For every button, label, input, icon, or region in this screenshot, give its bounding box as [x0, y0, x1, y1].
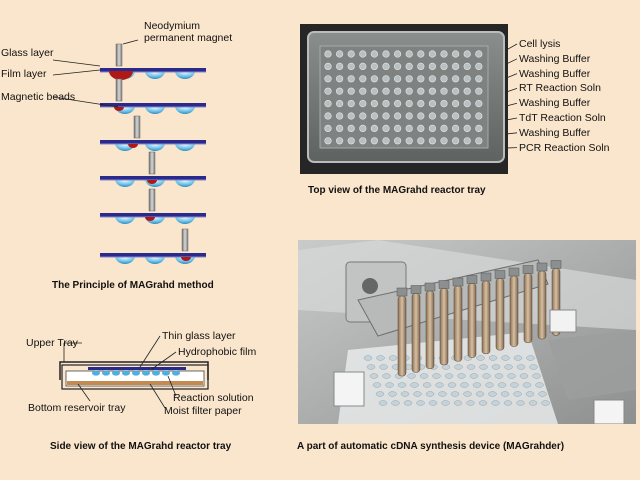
droplet — [145, 71, 165, 79]
side-droplets — [92, 370, 180, 376]
thin-glass-layer — [88, 367, 186, 370]
side-view-diagram — [59, 335, 209, 409]
magnet — [181, 228, 189, 252]
principle-steps — [52, 43, 206, 264]
magnet — [133, 115, 141, 139]
principle-step — [100, 115, 206, 151]
thin-glass-label: Thin glass layer — [162, 330, 236, 342]
side-droplet — [162, 370, 170, 376]
device-photo — [298, 240, 636, 424]
side-droplet — [142, 370, 150, 376]
side-view-caption: Side view of the MAGrahd reactor tray — [50, 441, 232, 452]
top-view-row-label: PCR Reaction Soln — [519, 141, 610, 154]
side-droplet — [152, 370, 160, 376]
glass-layer — [100, 253, 206, 257]
droplet — [175, 216, 195, 224]
reactor-tray-image — [307, 31, 505, 163]
top-view-row-label: Washing Buffer — [519, 52, 591, 65]
magnet — [115, 78, 123, 102]
side-droplet — [112, 370, 120, 376]
principle-step — [100, 151, 206, 187]
droplet — [175, 143, 195, 151]
magnetic-bead — [147, 180, 157, 184]
reaction-solution-label: Reaction solution — [173, 392, 254, 404]
magnetic-bead — [128, 144, 138, 148]
beads-leader — [52, 96, 119, 108]
droplet — [145, 106, 165, 114]
magnetic-bead — [181, 257, 191, 261]
magnet — [148, 151, 156, 175]
side-droplet — [92, 370, 100, 376]
side-droplet — [102, 370, 110, 376]
film-layer-label: Film layer — [1, 68, 47, 80]
droplet — [175, 179, 195, 187]
magnet — [148, 188, 156, 212]
upper-tray-label: Upper Tray — [26, 337, 78, 349]
glass-layer — [100, 176, 206, 180]
hydrophobic-label: Hydrophobic film — [178, 346, 257, 358]
droplet — [115, 256, 135, 264]
top-view-row-label: RT Reaction Soln — [519, 82, 601, 95]
top-view-photo — [300, 24, 508, 174]
side-droplet — [122, 370, 130, 376]
magnet-leader — [122, 39, 139, 45]
moist-filter-paper — [67, 381, 203, 385]
droplet — [145, 143, 165, 151]
principle-caption: The Principle of MAGrahd method — [52, 280, 214, 291]
droplet — [115, 216, 135, 224]
top-view-row-label: Cell lysis — [519, 38, 561, 50]
glass-layer-label: Glass layer — [1, 47, 54, 59]
top-view-caption: Top view of the MAGrahd reactor tray — [308, 185, 486, 196]
principle-step — [100, 43, 206, 80]
side-droplet — [172, 370, 180, 376]
droplet — [115, 179, 135, 187]
glass-layer — [100, 103, 206, 107]
droplet — [145, 256, 165, 264]
glass-leader — [52, 59, 101, 67]
side-droplet — [132, 370, 140, 376]
magnetic-beads-label: Magnetic beads — [1, 91, 76, 103]
magnet — [115, 43, 123, 67]
glass-layer — [100, 68, 206, 72]
glass-layer — [100, 213, 206, 217]
principle-step — [100, 78, 206, 114]
top-view-row-label: Washing Buffer — [519, 97, 591, 110]
bottom-tray-label: Bottom reservoir tray — [28, 402, 126, 414]
moist-filter-label: Moist filter paper — [164, 405, 242, 417]
device-caption: A part of automatic cDNA synthesis devic… — [297, 441, 565, 452]
magnetic-bead — [114, 107, 124, 111]
magnet-label: Neodymium permanent magnet — [144, 20, 233, 44]
droplet — [175, 106, 195, 114]
top-view-row-label: TdT Reaction Soln — [519, 112, 606, 124]
principle-step — [100, 188, 206, 224]
bead-cluster — [109, 71, 133, 80]
top-view-row-label: Washing Buffer — [519, 126, 591, 139]
droplet — [175, 71, 195, 79]
device-image — [298, 240, 636, 424]
magnetic-bead — [145, 217, 155, 221]
top-view-row-label: Washing Buffer — [519, 67, 591, 80]
principle-step — [100, 228, 206, 264]
film-leader — [52, 69, 101, 76]
glass-layer — [100, 140, 206, 144]
